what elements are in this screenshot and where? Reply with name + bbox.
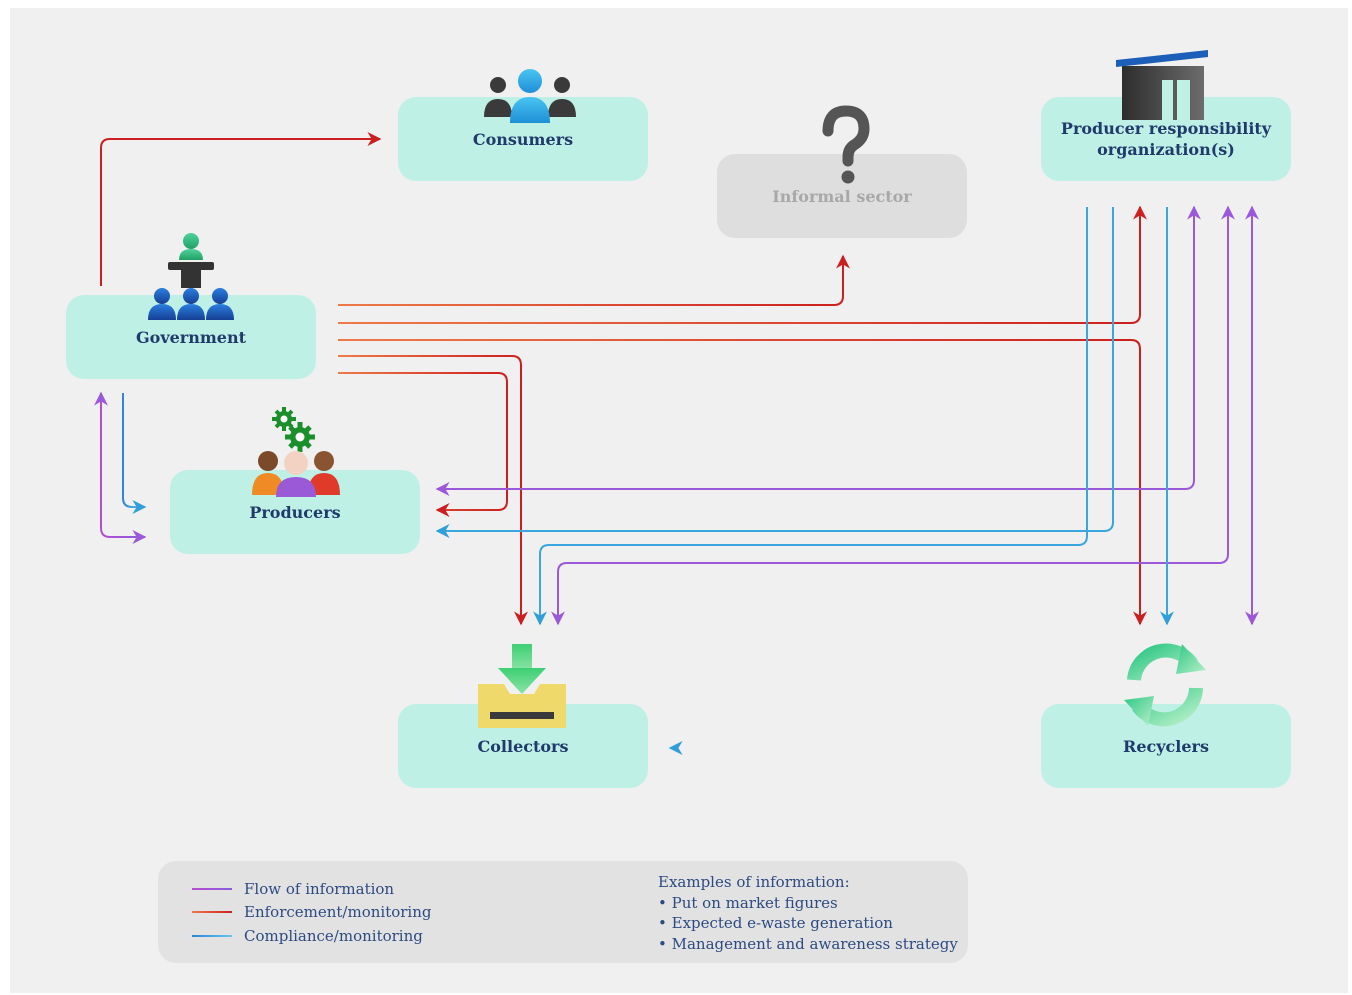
question-mark-icon [822, 105, 870, 184]
examples-of-information: Examples of information: • Put on market… [658, 872, 958, 954]
arrow-government-informal [338, 254, 850, 306]
legend-label-compliance: Compliance/monitoring [244, 927, 423, 945]
people-group-icon [484, 69, 576, 123]
legend-item-compliance: Compliance/monitoring [192, 927, 423, 945]
legend: Flow of information Enforcement/monitori… [158, 861, 968, 963]
node-recyclers-label: Recyclers [1123, 736, 1209, 756]
legend-item-enforcement: Enforcement/monitoring [192, 903, 432, 921]
arrow-government-recyclers [338, 339, 1147, 626]
arrow-producers-government-info [94, 391, 147, 544]
recycle-arrows-icon [1124, 643, 1206, 727]
legend-swatch-purple [192, 888, 232, 890]
government-podium-icon [148, 233, 234, 320]
node-consumers: Consumers [398, 97, 648, 181]
example-item: • Management and awareness strategy [658, 934, 958, 953]
arrow-pro-producers-compliance [435, 207, 1114, 538]
legend-label-information: Flow of information [244, 880, 395, 898]
arrow-pro-collectors-compliance [533, 207, 1088, 626]
examples-title: Examples of information: [658, 873, 850, 891]
node-collectors: Collectors [398, 704, 648, 788]
node-informal-sector-label: Informal sector [772, 186, 912, 206]
node-recyclers: Recyclers [1041, 704, 1291, 788]
node-pro-label-line2: organization(s) [1097, 140, 1235, 159]
arrow-pro-producers-info [435, 205, 1201, 496]
legend-swatch-red [192, 911, 232, 913]
collection-tray-icon [478, 644, 566, 728]
arrow-pro-collectors-info [551, 205, 1235, 626]
legend-item-information: Flow of information [192, 880, 394, 898]
node-pro-label-line1: Producer responsibility [1060, 119, 1272, 138]
producers-team-gears-icon [252, 407, 340, 497]
arrow-government-consumers [100, 132, 382, 286]
node-producers-label: Producers [249, 502, 341, 522]
arrow-government-producers-compliance [122, 393, 147, 514]
legend-swatch-blue [192, 935, 232, 937]
node-informal-sector: Informal sector [717, 154, 967, 238]
example-item: • Put on market figures [658, 893, 838, 912]
legend-label-enforcement: Enforcement/monitoring [244, 903, 432, 921]
node-collectors-label: Collectors [477, 736, 569, 756]
node-government-label: Government [135, 327, 246, 347]
node-consumers-label: Consumers [472, 129, 574, 149]
warehouse-building-icon [1116, 50, 1208, 120]
example-item: • Expected e-waste generation [658, 914, 893, 932]
